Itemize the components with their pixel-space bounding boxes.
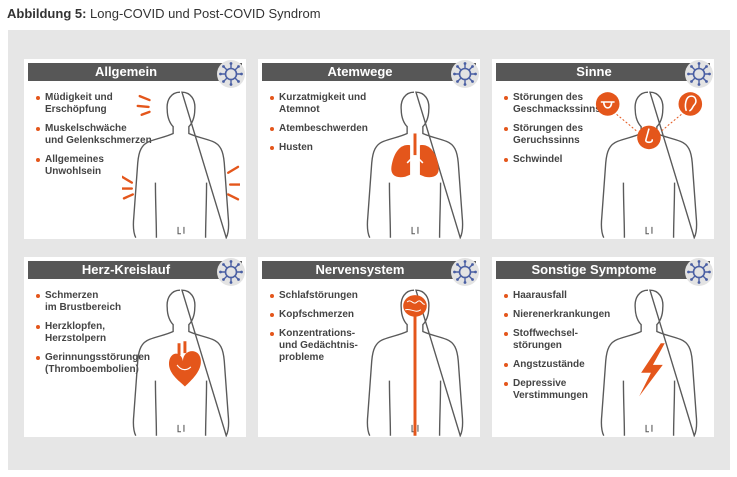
card-title: Sinne bbox=[496, 63, 710, 81]
lightning-icon bbox=[639, 343, 665, 397]
list-item: Angstzustände bbox=[504, 359, 631, 371]
list-item: Husten bbox=[270, 142, 397, 154]
list-item: Schwindel bbox=[504, 154, 631, 166]
symptom-list: Kurzatmigkeit und Atemnot Atembeschwerde… bbox=[270, 92, 397, 161]
figure-caption: Abbildung 5: Long-COVID und Post-COVID S… bbox=[7, 6, 321, 21]
tongue-icon bbox=[595, 92, 620, 116]
caption-label: Abbildung 5: bbox=[7, 6, 87, 21]
card-sinne: Sinne Störungen des Geschmackssinns Stör… bbox=[492, 59, 714, 239]
body-outline-icon bbox=[366, 91, 464, 239]
list-item: Müdigkeit und Erschöpfung bbox=[36, 92, 163, 116]
list-item: Atembeschwerden bbox=[270, 123, 397, 135]
card-title: Sonstige Symptome bbox=[496, 261, 710, 279]
body-outline-icon bbox=[595, 91, 703, 239]
symptom-list: Haarausfall Nierenerkrankungen Stoffwech… bbox=[504, 290, 631, 409]
heart-icon bbox=[168, 341, 201, 387]
list-item: Konzentrations- und Gedächtnis- probleme bbox=[270, 328, 397, 364]
symptom-list: Schmerzen im Brustbereich Herzklopfen, H… bbox=[36, 290, 163, 383]
card-title: Nervensystem bbox=[262, 261, 476, 279]
figure-panel: Allgemein Müdigkeit und Erschöpfung Musk… bbox=[8, 30, 730, 470]
ear-icon bbox=[678, 92, 703, 116]
card-nervensystem: Nervensystem Schlafstörungen Kopfschmerz… bbox=[258, 257, 480, 437]
symptom-list: Müdigkeit und Erschöpfung Muskelschwäche… bbox=[36, 92, 163, 185]
brain-icon bbox=[403, 295, 427, 436]
list-item: Schmerzen im Brustbereich bbox=[36, 290, 163, 314]
caption-text: Long-COVID und Post-COVID Syndrom bbox=[86, 6, 321, 21]
card-allgemein: Allgemein Müdigkeit und Erschöpfung Musk… bbox=[24, 59, 246, 239]
body-outline-icon bbox=[122, 91, 240, 239]
card-sonstige-symptome: Sonstige Symptome Haarausfall Nierenerkr… bbox=[492, 257, 714, 437]
pain-rays-icon bbox=[122, 94, 240, 201]
lungs-icon bbox=[391, 133, 439, 178]
list-item: Stoffwechsel- störungen bbox=[504, 328, 631, 352]
symptom-list: Schlafstörungen Kopfschmerzen Konzentrat… bbox=[270, 290, 397, 371]
symptom-list: Störungen des Geschmackssinns Störungen … bbox=[504, 92, 631, 173]
card-herz-kreislauf: Herz-Kreislauf Schmerzen im Brustbereich… bbox=[24, 257, 246, 437]
list-item: Nierenerkrankungen bbox=[504, 309, 631, 321]
body-outline-icon bbox=[600, 289, 698, 437]
list-item: Haarausfall bbox=[504, 290, 631, 302]
list-item: Gerinnungsstörungen (Thromboembolien) bbox=[36, 352, 163, 376]
body-outline-icon bbox=[366, 289, 464, 437]
list-item: Störungen des Geruchssinns bbox=[504, 123, 631, 147]
nose-icon bbox=[637, 125, 661, 150]
list-item: Kurzatmigkeit und Atemnot bbox=[270, 92, 397, 116]
card-title: Herz-Kreislauf bbox=[28, 261, 242, 279]
list-item: Herzklopfen, Herzstolpern bbox=[36, 321, 163, 345]
list-item: Störungen des Geschmackssinns bbox=[504, 92, 631, 116]
list-item: Allgemeines Unwohlsein bbox=[36, 154, 163, 178]
card-atemwege: Atemwege Kurzatmigkeit und Atemnot Atemb… bbox=[258, 59, 480, 239]
list-item: Depressive Verstimmungen bbox=[504, 378, 631, 402]
list-item: Muskelschwäche und Gelenkschmerzen bbox=[36, 123, 163, 147]
body-outline-icon bbox=[132, 289, 230, 437]
list-item: Schlafstörungen bbox=[270, 290, 397, 302]
card-title: Atemwege bbox=[262, 63, 476, 81]
card-title: Allgemein bbox=[28, 63, 242, 81]
list-item: Kopfschmerzen bbox=[270, 309, 397, 321]
